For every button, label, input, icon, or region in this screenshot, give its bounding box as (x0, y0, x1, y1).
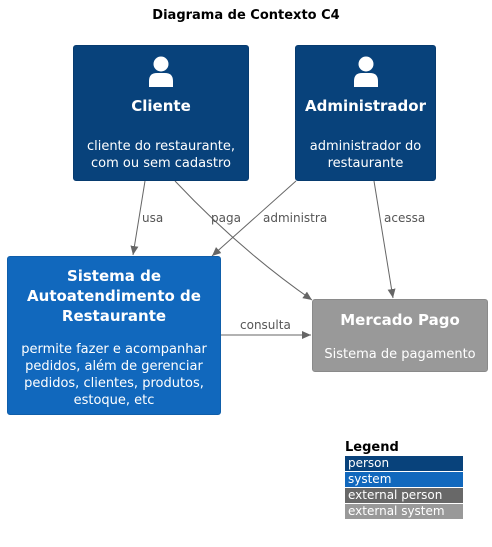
node-desc-line: estoque, etc (73, 393, 155, 408)
edge-label-acessa: acessa (384, 211, 426, 225)
edge-usa (130, 180, 146, 256)
node-desc-line: administrador do (309, 139, 422, 154)
person-icon (353, 56, 378, 87)
edge-administra (211, 180, 297, 257)
node-desc-line: Sistema de pagamento (324, 347, 476, 362)
node-desc-line: cliente do restaurante, (86, 139, 236, 154)
edge-label-consulta: consulta (240, 318, 291, 332)
edge-label-usa: usa (142, 211, 164, 225)
node-name: Cliente (131, 97, 191, 115)
edge-label-paga: paga (211, 211, 241, 225)
edge-acessa (373, 180, 396, 299)
node-desc-line: restaurante (327, 156, 404, 171)
node-name-line: Autoatendimento de (27, 287, 201, 305)
legend-item-system: system (345, 472, 463, 487)
node-desc-line: com ou sem cadastro (90, 156, 231, 171)
edge-paga (174, 180, 313, 301)
node-mercado-pago[interactable]: Mercado Pago Sistema de pagamento (312, 299, 488, 372)
legend-item-external-person: external person (345, 488, 463, 503)
person-icon (149, 56, 173, 87)
node-name: Administrador (305, 97, 426, 115)
node-administrador[interactable]: Administrador administrador do restauran… (295, 45, 436, 181)
edge-label-administra: administra (263, 211, 328, 225)
legend-item-person: person (345, 456, 463, 471)
node-desc-line: pedidos, clientes, produtos, (24, 376, 204, 391)
node-name: Mercado Pago (340, 311, 460, 329)
legend-title: Legend (345, 440, 399, 455)
node-cliente[interactable]: Cliente cliente do restaurante, com ou s… (73, 45, 249, 181)
legend-item-external-system: external system (345, 504, 463, 519)
diagram-title: Diagrama de Contexto C4 (152, 8, 340, 23)
node-desc-line: permite fazer e acompanhar (21, 342, 207, 357)
node-name-line: Sistema de (66, 267, 162, 285)
node-desc-line: pedidos, além de gerenciar (25, 359, 203, 374)
legend: Legend person system external person ext… (345, 440, 463, 519)
node-name-line: Restaurante (61, 307, 167, 325)
node-sistema[interactable]: Sistema de Autoatendimento de Restaurant… (7, 256, 221, 415)
